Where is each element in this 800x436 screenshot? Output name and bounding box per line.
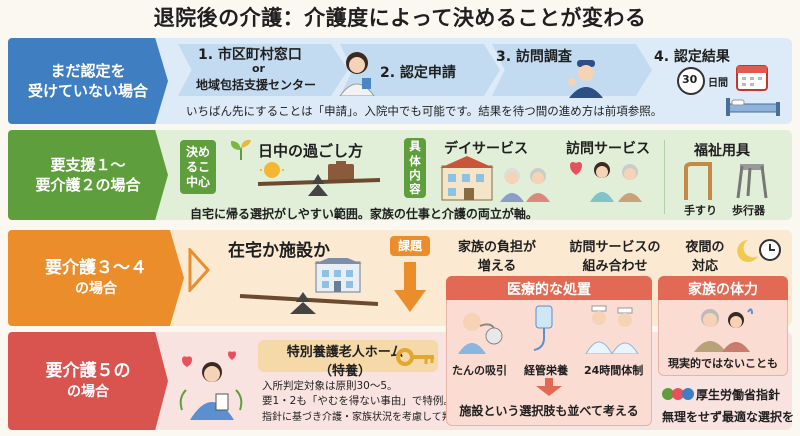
- home-or-facility-title: 在宅か施設か: [228, 241, 330, 261]
- label-care5: 要介護５のの場合: [8, 332, 168, 430]
- issue-night-care: 夜間の対応: [685, 240, 725, 274]
- daytime-title: 日中の過ごし方: [258, 142, 364, 160]
- issue-tag: 課題: [390, 236, 430, 256]
- arrow-down-icon: [394, 262, 426, 312]
- visitor-man-icon: [568, 60, 603, 98]
- days-number: 30: [682, 73, 698, 86]
- suction-icon: [458, 313, 503, 354]
- medical-item-suction: たんの吸引: [452, 364, 507, 377]
- footer-slogan: 無理をせず最適な選択を: [662, 410, 795, 424]
- content-tag: 具体内容: [404, 138, 426, 198]
- medical-item-tube: 経管栄養: [524, 364, 568, 377]
- nursing-home-title: 特別養護老人ホーム（特養）: [286, 345, 404, 379]
- medical-header: [446, 276, 652, 300]
- tired-family-icon: [694, 308, 753, 352]
- bed-icon: [726, 98, 780, 116]
- row2-note: 自宅に帰る選択がしやすい範囲。家族の仕事と介護の両立が軸。: [190, 207, 538, 221]
- step4-label: 4. 認定結果: [654, 49, 730, 65]
- clerk-woman-icon: [339, 52, 375, 96]
- issue-service-combo: 訪問サービスの組み合わせ: [569, 240, 661, 274]
- rule-1: 入所判定対象は原則30〜5。: [262, 380, 398, 392]
- medical-item-24h: 24時間体制: [584, 364, 644, 377]
- family-header: [658, 276, 788, 300]
- handrail-icon: [684, 162, 712, 200]
- rule-3: 指針に基づき介護・家族状況を考慮して判定。: [262, 412, 472, 423]
- medical-title: 医療的な処置: [507, 282, 591, 298]
- nursing-home-card: [258, 340, 438, 372]
- home-facility-scale-icon: [239, 258, 379, 314]
- medical-footer: 施設という選択肢も並べて考える: [459, 404, 639, 418]
- welfare-label: 福祉用具: [694, 143, 750, 159]
- step1-center: 地域包括支援センター: [196, 78, 317, 92]
- arrow-right-icon: [188, 248, 210, 292]
- rule-2: 要1・2も「やむを得ない事由」で特例。: [262, 395, 454, 407]
- clock-icon: [677, 67, 705, 95]
- ministry-guideline: 厚生労働省指針: [696, 388, 781, 402]
- key-icon: [396, 348, 434, 366]
- walker-label: 歩行器: [732, 204, 765, 217]
- nurses-24h-icon: [585, 305, 639, 354]
- page-title: 退院後の介護：介護度によって決めることが変わる: [153, 6, 647, 30]
- row2-divider: [664, 140, 665, 214]
- step-chevron-3: [492, 44, 652, 96]
- ministry-logo-icon: [662, 388, 694, 400]
- label-not-certified: まだ認定を受けていない場合: [8, 38, 168, 124]
- walker-icon: [736, 164, 768, 199]
- label-support1-care2: 要支援１〜要介護２の場合: [8, 130, 168, 220]
- balance-scale-icon: [257, 161, 381, 196]
- homevisit-caregiver-icon: [570, 162, 642, 202]
- handrail-label: 手すり: [684, 204, 717, 217]
- step1-or: or: [252, 62, 265, 75]
- staff-with-clipboard-icon: [179, 351, 243, 420]
- step2-label: 2. 認定申請: [380, 65, 456, 81]
- dayservice-label: デイサービス: [444, 141, 528, 157]
- calendar-icon: [736, 65, 768, 91]
- sprout-icon: [230, 139, 251, 160]
- issue-family-burden: 家族の負担が増える: [457, 240, 536, 274]
- moon-clock-icon: [737, 239, 781, 262]
- homevisit-label: 訪問サービス: [566, 141, 650, 157]
- dayservice-building-icon: [440, 156, 550, 202]
- arrow-down-small-icon: [536, 378, 562, 396]
- decide-tag: 決めるこ中心: [180, 140, 216, 194]
- step3-label: 3. 訪問調査: [496, 49, 572, 65]
- family-title: 家族の体力: [688, 282, 758, 298]
- step-chevron-1: [178, 44, 348, 96]
- family-note: 現実的ではないことも: [668, 357, 778, 370]
- row1-note: いちばん先にすることは「申請」。入院中でも可能です。結果を待つ間の進め方は前項参…: [186, 104, 663, 118]
- step1-label: 1. 市区町村窓口: [198, 47, 302, 63]
- days-unit: 日間: [708, 78, 728, 89]
- tube-feeding-icon: [533, 305, 553, 351]
